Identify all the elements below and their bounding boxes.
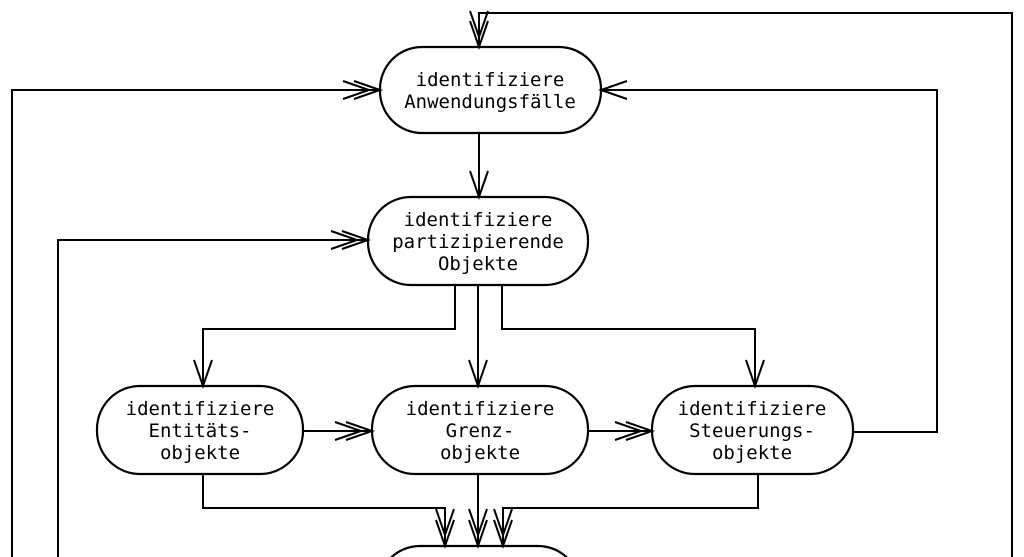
- arrowhead-right-into-control-left: [614, 421, 656, 441]
- edge-control-to-bottom-node: [502, 474, 759, 546]
- node-identify-boundary-objects-label-line2: Grenz-: [446, 420, 515, 442]
- edge-loop-right-outer-to-use-cases-top: [478, 12, 1013, 557]
- arrowhead-down-into-control-top: [745, 359, 765, 390]
- arrowhead-down-into-bottom-right: [493, 508, 513, 550]
- node-identify-use-cases: identifiziere Anwendungsfälle: [378, 45, 603, 135]
- node-identify-boundary-objects-label-line3: objekte: [440, 442, 520, 464]
- node-identify-entity-objects-label-line1: identifiziere: [126, 398, 275, 420]
- arrowhead-right-into-participating-left: [330, 230, 372, 250]
- node-identify-participating-objects: identifiziere partizipierende Objekte: [366, 195, 590, 287]
- arrowhead-down-into-entity-top: [193, 359, 213, 390]
- node-bottom-partial: [390, 544, 568, 557]
- arrowhead-down-into-use-cases-top: [469, 10, 489, 51]
- edge-entity-to-bottom-node: [202, 474, 446, 546]
- edge-loop-left-outer-to-use-cases-left: [11, 89, 380, 557]
- arrowhead-left-into-use-cases-right: [597, 80, 628, 100]
- arrowhead-right-into-use-cases-left: [342, 80, 384, 100]
- edge-loop-left-inner-to-participating-left: [57, 239, 368, 557]
- arrowhead-down-into-bottom-center: [468, 508, 488, 550]
- arrowhead-down-into-bottom-left: [435, 508, 455, 550]
- edge-participating-to-entity: [202, 285, 456, 386]
- node-identify-control-objects-label-line2: Steuerungs-: [689, 420, 815, 442]
- edge-participating-to-control: [501, 285, 756, 386]
- edge-control-objects-to-use-cases-right: [601, 89, 938, 433]
- arrowhead-down-into-boundary-top: [468, 359, 488, 390]
- node-identify-control-objects-label-line3: objekte: [712, 442, 792, 464]
- node-identify-boundary-objects-label-line1: identifiziere: [406, 398, 555, 420]
- node-identify-participating-objects-label-line2: partizipierende: [392, 231, 564, 253]
- node-identify-participating-objects-label-line3: Objekte: [438, 253, 518, 275]
- node-identify-use-cases-label-line1: identifiziere: [416, 69, 565, 91]
- node-identify-control-objects-label-line1: identifiziere: [678, 398, 827, 420]
- node-bottom-partial-shape: [390, 544, 568, 557]
- node-identify-control-objects: identifiziere Steuerungs- objekte: [650, 384, 855, 476]
- node-identify-participating-objects-label-line1: identifiziere: [404, 209, 553, 231]
- arrowhead-down-into-participating-top: [469, 170, 489, 201]
- node-identify-entity-objects: identifiziere Entitäts- objekte: [95, 384, 305, 476]
- node-identify-entity-objects-label-line3: objekte: [160, 442, 240, 464]
- arrowhead-right-into-boundary-left: [334, 421, 376, 441]
- node-identify-boundary-objects: identifiziere Grenz- objekte: [370, 384, 590, 476]
- node-identify-use-cases-label-line2: Anwendungsfälle: [404, 91, 576, 113]
- node-identify-entity-objects-label-line2: Entitäts-: [149, 420, 252, 442]
